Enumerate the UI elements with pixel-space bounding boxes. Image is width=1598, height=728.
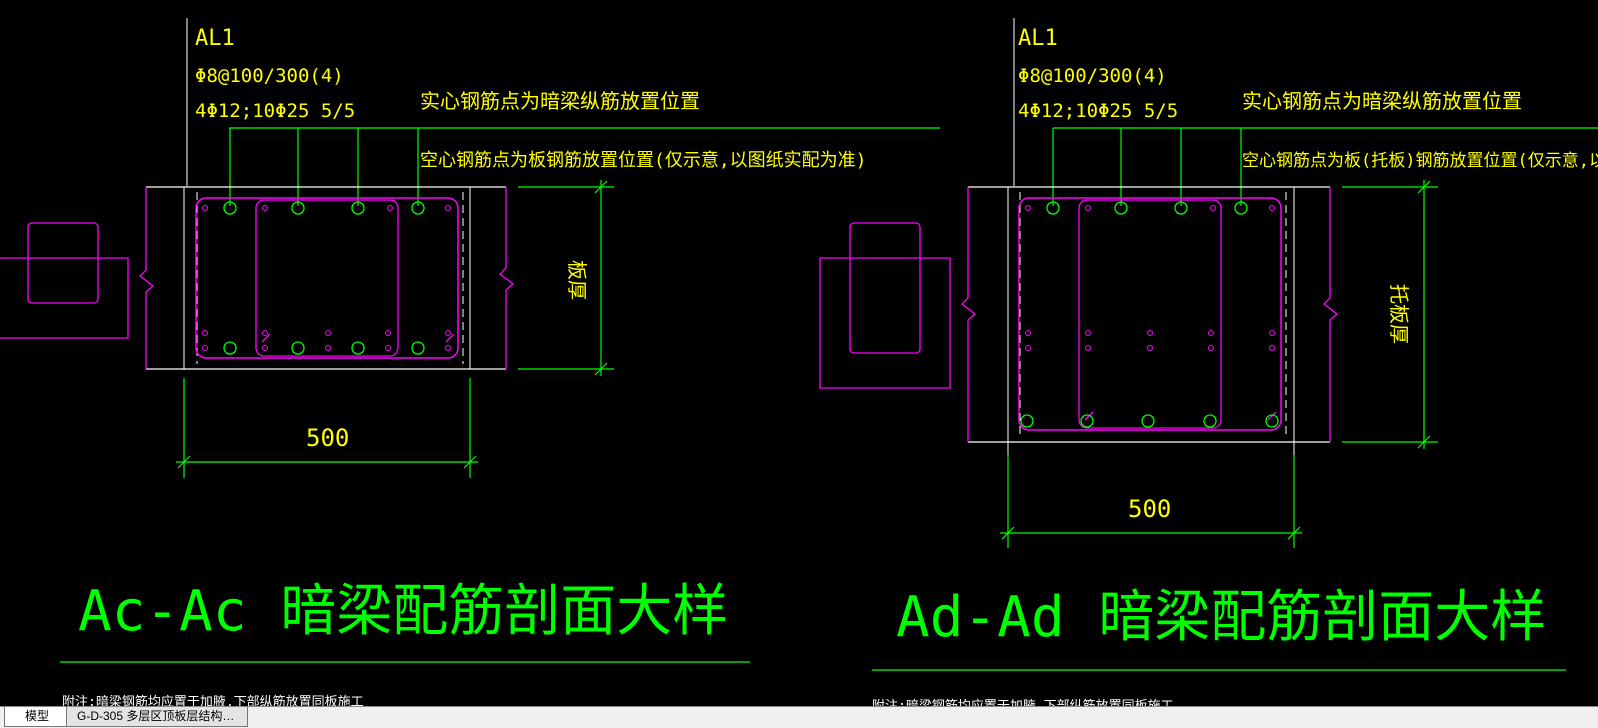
right-thickness-label: 托板厚 — [1387, 284, 1411, 344]
left-stirrup-spec: Φ8@100/300(4) — [195, 65, 344, 87]
left-thickness-label: 板厚 — [565, 260, 589, 300]
left-note-hollow-bars: 空心钢筋点为板钢筋放置位置(仅示意,以图纸实配为准) — [420, 150, 867, 171]
right-beam-label: AL1 — [1018, 26, 1058, 51]
right-bar-spec: 4Φ12;10Φ25 5/5 — [1018, 100, 1178, 122]
left-section-title: Ac-Ac 暗梁配筋剖面大样 — [78, 579, 728, 644]
left-beam-label: AL1 — [195, 26, 235, 51]
right-section-title: Ad-Ad 暗梁配筋剖面大样 — [896, 585, 1546, 650]
tab-model[interactable]: 模型 — [4, 707, 70, 727]
right-stirrup-spec: Φ8@100/300(4) — [1018, 65, 1167, 87]
right-width-dim: 500 — [1128, 495, 1171, 523]
section-ac-ac: AL1 Φ8@100/300(4) 4Φ12;10Φ25 5/5 实心钢筋点为暗… — [0, 18, 940, 706]
section-ad-ad: AL1 Φ8@100/300(4) 4Φ12;10Φ25 5/5 实心钢筋点为暗… — [819, 18, 1598, 706]
left-bar-spec: 4Φ12;10Φ25 5/5 — [195, 100, 355, 122]
right-note-solid-bars: 实心钢筋点为暗梁纵筋放置位置 — [1242, 89, 1522, 113]
left-width-dim: 500 — [306, 424, 349, 452]
right-footnote: 附注:暗梁钢筋均应置于加腋,下部纵筋放置同板施工 — [872, 698, 1174, 706]
left-footnote: 附注:暗梁钢筋均应置于加腋,下部纵筋放置同板施工 — [62, 694, 364, 706]
cad-drawing-canvas[interactable]: AL1 Φ8@100/300(4) 4Φ12;10Φ25 5/5 实心钢筋点为暗… — [0, 0, 1598, 706]
left-note-solid-bars: 实心钢筋点为暗梁纵筋放置位置 — [420, 89, 700, 113]
layout-tab-bar: 模型 G-D-305 多层区顶板层结构平... — [0, 706, 1598, 728]
right-note-hollow-bars: 空心钢筋点为板(托板)钢筋放置位置(仅示意,以图纸实配为准) — [1242, 151, 1598, 171]
tab-layout-sheet[interactable]: G-D-305 多层区顶板层结构平... — [66, 707, 248, 727]
